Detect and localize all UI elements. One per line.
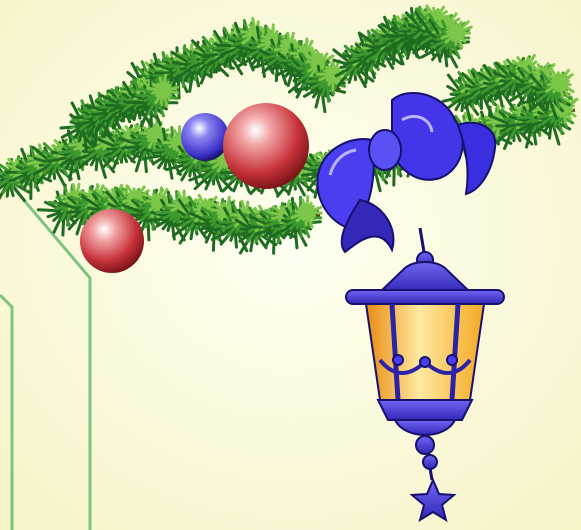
blue-ornament [181,113,229,161]
pine-needle-cluster [145,73,180,108]
lantern-brim [345,289,505,305]
pine-needle-cluster [139,116,174,151]
lantern-glass [364,303,486,401]
lantern-base [376,399,474,421]
frame-line-outer [0,171,92,530]
pine-needle-cluster [290,195,323,229]
blue-bow [316,91,497,254]
pine-needle-cluster [440,18,473,50]
pine-needle-cluster [545,67,575,98]
red-ornament-large [223,103,309,189]
bow-tail-left [340,198,395,254]
star-pendant [409,477,457,523]
lantern-roof [377,261,473,293]
red-ornament-small [80,209,144,273]
frame-lines [0,171,92,530]
bow-knot [368,129,402,171]
bow-loop-right [391,91,464,181]
hanging-lantern [345,227,505,523]
pine-garland [0,4,579,255]
frame-line-inner [0,293,14,530]
ornaments [80,103,309,273]
bow-tail-right [456,121,497,196]
